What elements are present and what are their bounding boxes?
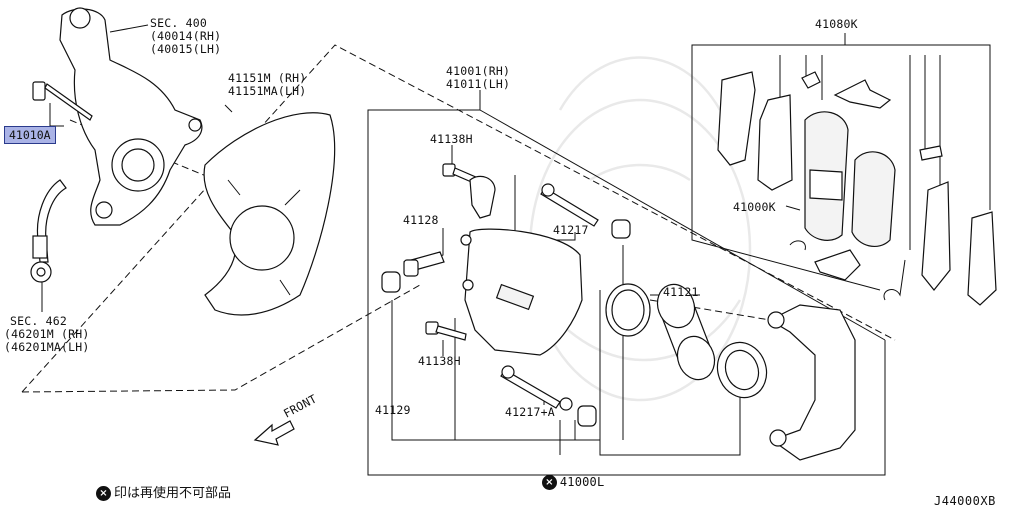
footnote-non-reusable: ×印は再使用不可部品 [96,482,231,501]
pad-shim-outer-right [921,181,951,291]
guide-pin-41217 [540,183,599,227]
label-caliper-lh[interactable]: 41011(LH) [446,77,511,91]
front-arrow [253,420,295,446]
pad-shim-inner-right [967,211,997,306]
bolt-41138h-bottom [425,321,467,341]
label-hose-lh[interactable]: (46201MA(LH) [4,340,90,354]
label-bolt-41010a[interactable]: 41010A [4,126,56,144]
pad-clip-bottom [789,240,861,281]
bleeder-41128 [403,251,445,277]
non-reusable-x-icon: × [96,486,111,501]
label-pin-41217[interactable]: 41217 [553,223,589,237]
label-seal-kit-41000l[interactable]: ×41000L [527,458,604,490]
caliper-upper-lug [469,175,496,219]
label-hose-rh[interactable]: (46201M (RH) [4,327,90,341]
brake-pad-right [851,151,896,248]
splash-plate [203,112,336,316]
steering-knuckle [59,7,203,226]
brake-hose [30,179,67,283]
label-caliper-rh[interactable]: 41001(RH) [446,64,511,78]
label-knuckle-rh[interactable]: (40014(RH) [150,29,222,43]
label-splash-plate-lh[interactable]: 41151MA(LH) [228,84,307,98]
label-pad-kit-41080k[interactable]: 41080K [815,17,858,31]
pin-boot-upper [611,219,631,239]
label-knuckle-lh[interactable]: (40015(LH) [150,42,222,56]
piston-41121 [656,283,716,381]
boot-41129 [381,271,401,293]
footnote-text: 印は再使用不可部品 [114,486,232,501]
caliper-bracket [460,228,583,356]
pad-shim-outer-left [717,71,756,166]
label-sec-462[interactable]: SEC. 462 [10,314,67,328]
label-sec-400[interactable]: SEC. 400 [150,16,207,30]
non-reusable-x-icon: × [541,475,557,490]
pin-boot-lower [559,397,597,427]
pad-wear-sensor [883,145,943,301]
label-boot-41129[interactable]: 41129 [375,403,411,417]
piston-boot [716,341,768,399]
label-piston-41121[interactable]: 41121 [663,285,699,299]
label-pad-set-41000k[interactable]: 41000K [733,200,776,214]
guide-pin-41217a [500,365,561,409]
pad-shim-inner-left [757,94,793,191]
label-splash-plate-rh[interactable]: 41151M (RH) [228,71,307,85]
seal-kit-number: 41000L [559,475,605,489]
pad-clip-top [801,71,892,109]
diagram-reference-code: J44000XB [934,494,996,508]
label-bolt-41138h-bottom[interactable]: 41138H [418,354,461,368]
brake-pad-left [804,111,849,241]
label-pin-41217a[interactable]: 41217+A [505,405,555,419]
bolt-41010a [32,81,93,121]
caliper-housing [767,304,856,461]
piston-seal-ring [605,283,651,337]
label-bolt-41138h-top[interactable]: 41138H [430,132,473,146]
label-bleeder-41128[interactable]: 41128 [403,213,439,227]
